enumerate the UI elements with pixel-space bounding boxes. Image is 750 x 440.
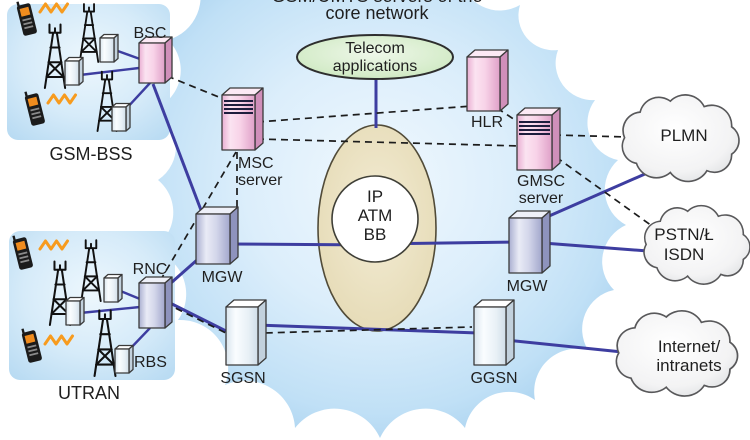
link-sgsn-ggsn — [255, 323, 479, 335]
bsc-label: BSC — [134, 25, 167, 42]
utran-label: UTRAN — [58, 383, 120, 403]
gsm-bss-panel — [7, 0, 170, 140]
hub-label-atm: ATM — [358, 206, 393, 225]
link-mgw-right-pstn — [542, 241, 649, 253]
link-bsc-mgw-left — [151, 83, 206, 219]
gmsc-label-line1: GMSC — [517, 173, 565, 190]
hub-label-bb: BB — [364, 225, 387, 244]
mgw-left-label: MGW — [202, 269, 244, 286]
plmn-label: PLMN — [660, 126, 707, 145]
link-gmsc-plmn-dashed — [553, 134, 629, 138]
link-ggsn-internet — [505, 338, 633, 355]
base-station-icon — [99, 33, 119, 63]
msc-server-node — [221, 87, 264, 151]
link-mgw-right-plmn — [539, 168, 655, 222]
base-station-icon — [114, 344, 134, 374]
links — [151, 75, 655, 355]
utran-panel — [9, 231, 175, 380]
backbone-hub-circle — [331, 175, 419, 263]
ggsn-label: GGSN — [470, 370, 517, 387]
hlr-label: HLR — [471, 114, 503, 131]
link-rnc-sgsn — [163, 298, 231, 335]
rbs-label: RBS — [134, 354, 167, 371]
base-station-icon — [64, 56, 84, 86]
msc-label-line1: MSC — [238, 155, 274, 172]
internet-label-line1: Internet/ — [658, 337, 721, 356]
msc-label-line2: server — [238, 172, 283, 189]
hub-label-ip: IP — [367, 187, 383, 206]
apps-label-line1: Telecom — [345, 40, 405, 57]
mgw-right-node — [508, 210, 551, 274]
base-station-icon — [111, 102, 131, 132]
apps-label-line2: applications — [333, 58, 418, 75]
internet-label-line2: intranets — [656, 356, 721, 375]
bsc-node — [138, 36, 173, 84]
mgw-left-node — [195, 206, 239, 265]
pstn-isdn-label-line2: ISDN — [664, 245, 705, 264]
hlr-node — [466, 49, 509, 112]
link-rnc-sgsn-ggsn-dashed — [164, 302, 473, 335]
link-gmsc-pstn-dashed — [555, 156, 653, 227]
link-bsc-msc-dashed — [166, 75, 227, 101]
base-station-icon — [65, 296, 85, 326]
sgsn-label: SGSN — [220, 370, 265, 387]
mgw-right-label: MGW — [507, 278, 549, 295]
gmsc-label-line2: server — [519, 190, 564, 207]
link-msc-gmsc-dashed — [256, 138, 522, 147]
rnc-label: RNC — [133, 261, 168, 278]
gsm-bss-label: GSM-BSS — [49, 144, 132, 164]
gmsc-server-node — [516, 107, 561, 171]
telecom-applications-ellipse — [296, 34, 454, 80]
ggsn-node — [473, 299, 515, 366]
rnc-node — [138, 276, 173, 329]
core-network-title-line1: GSM/UMTS servers of the — [271, 0, 482, 6]
pstn-isdn-label-line1: PSTN/Ł — [654, 225, 714, 244]
base-station-icon — [103, 273, 123, 303]
sgsn-node — [225, 299, 267, 366]
core-network-title-line2: core network — [325, 3, 429, 23]
